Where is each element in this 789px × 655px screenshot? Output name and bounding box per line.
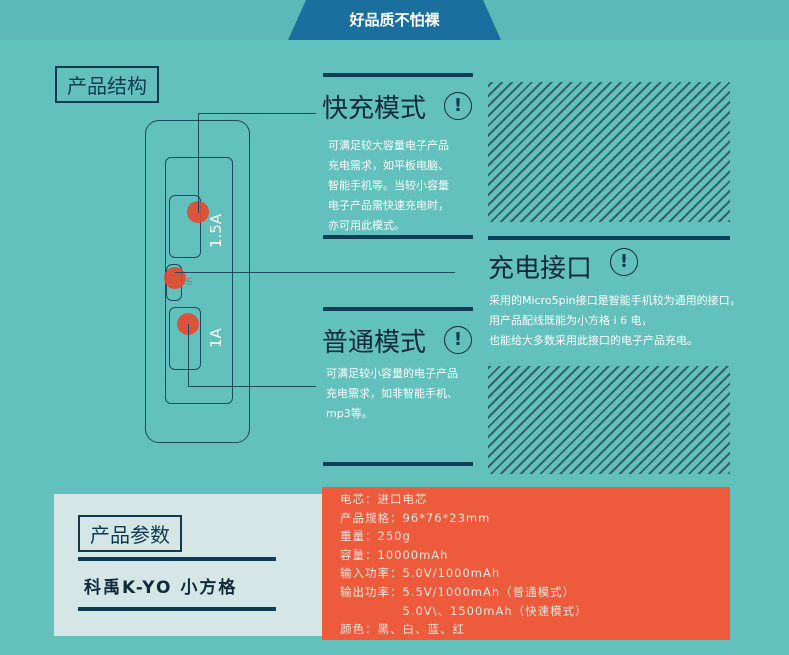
power-bank-outline <box>145 120 250 443</box>
fast-mode-title: 快充模式 <box>322 94 427 124</box>
desc-line: 电子产品需快速充电时， <box>328 199 449 212</box>
desc-line: 充电需求，如平板电脑、 <box>328 159 449 172</box>
fast-port-label: 1.5A <box>207 213 225 248</box>
leader-line <box>188 386 316 387</box>
banner-title: 好品质不怕裸 <box>349 11 440 29</box>
specs-list: 电芯：进口电芯 产品规格：96*76*23mm 重量：250g 容量：10000… <box>340 490 588 639</box>
banner <box>288 0 501 40</box>
in-port-label: in <box>185 276 196 286</box>
normal-port-label: 1A <box>207 328 225 348</box>
exclamation-icon: ! <box>610 248 638 276</box>
normal-mode-desc: 可满足较小容量的电子产品 充电需求，如非智能手机、 mp3等。 <box>326 364 458 424</box>
product-name: 科禹K-YO 小方格 <box>84 578 238 598</box>
port-desc: 采用的Micro5pin接口是智能手机较为通用的接口， 用产品配线既能为小方格 … <box>489 291 741 351</box>
leader-line <box>198 113 316 114</box>
desc-line: 也能给大多数采用此接口的电子产品充电。 <box>489 334 698 347</box>
divider <box>323 235 473 239</box>
divider <box>323 462 473 466</box>
port-title: 充电接口 <box>488 254 593 284</box>
spec-item: 电芯：进口电芯 <box>340 492 428 506</box>
spec-item: 产品规格：96*76*23mm <box>340 510 491 525</box>
spec-item: 输出功率：5.5V/1000mAh（普通模式） <box>340 584 576 599</box>
desc-line: 采用的Micro5pin接口是智能手机较为通用的接口， <box>489 294 741 307</box>
spec-item: 颜色：黑、白、蓝、红 <box>340 622 465 637</box>
params-panel <box>54 494 324 636</box>
desc-line: 充电需求，如非智能手机、 <box>326 387 458 400</box>
desc-line: 可满足较大容量电子产品 <box>328 139 449 152</box>
spec-item: 5.0V\、1500mAh（快速模式） <box>340 603 588 618</box>
divider <box>78 607 276 611</box>
usb-port-normal <box>169 307 201 370</box>
leader-line <box>198 113 199 213</box>
exclamation-icon: ! <box>444 326 472 354</box>
in-port-marker <box>164 267 186 289</box>
structure-title: 产品结构 <box>55 66 159 103</box>
divider <box>323 73 473 77</box>
divider <box>78 557 276 561</box>
spec-item: 重量：250g <box>340 529 411 544</box>
desc-line: 亦可用此模式。 <box>328 219 405 232</box>
hatch-pattern <box>488 366 730 474</box>
desc-line: 用产品配线既能为小方格 i 6 电， <box>489 314 653 327</box>
leader-line <box>175 272 455 273</box>
params-title: 产品参数 <box>78 515 182 552</box>
hatch-pattern <box>488 82 730 222</box>
exclamation-icon: ! <box>444 92 472 120</box>
divider <box>323 307 473 311</box>
spec-item: 输入功率：5.0V/1000mAh <box>340 566 501 581</box>
usb-port-fast <box>169 195 201 258</box>
desc-line: 可满足较小容量的电子产品 <box>326 367 458 380</box>
leader-line <box>188 324 189 386</box>
spec-item: 容量：10000mAh <box>340 547 449 562</box>
desc-line: 智能手机等。当较小容量 <box>328 179 449 192</box>
desc-line: mp3等。 <box>326 407 373 420</box>
normal-mode-title: 普通模式 <box>322 328 427 358</box>
divider <box>488 236 730 240</box>
fast-mode-desc: 可满足较大容量电子产品 充电需求，如平板电脑、 智能手机等。当较小容量 电子产品… <box>328 136 449 236</box>
specs-panel <box>322 487 730 640</box>
